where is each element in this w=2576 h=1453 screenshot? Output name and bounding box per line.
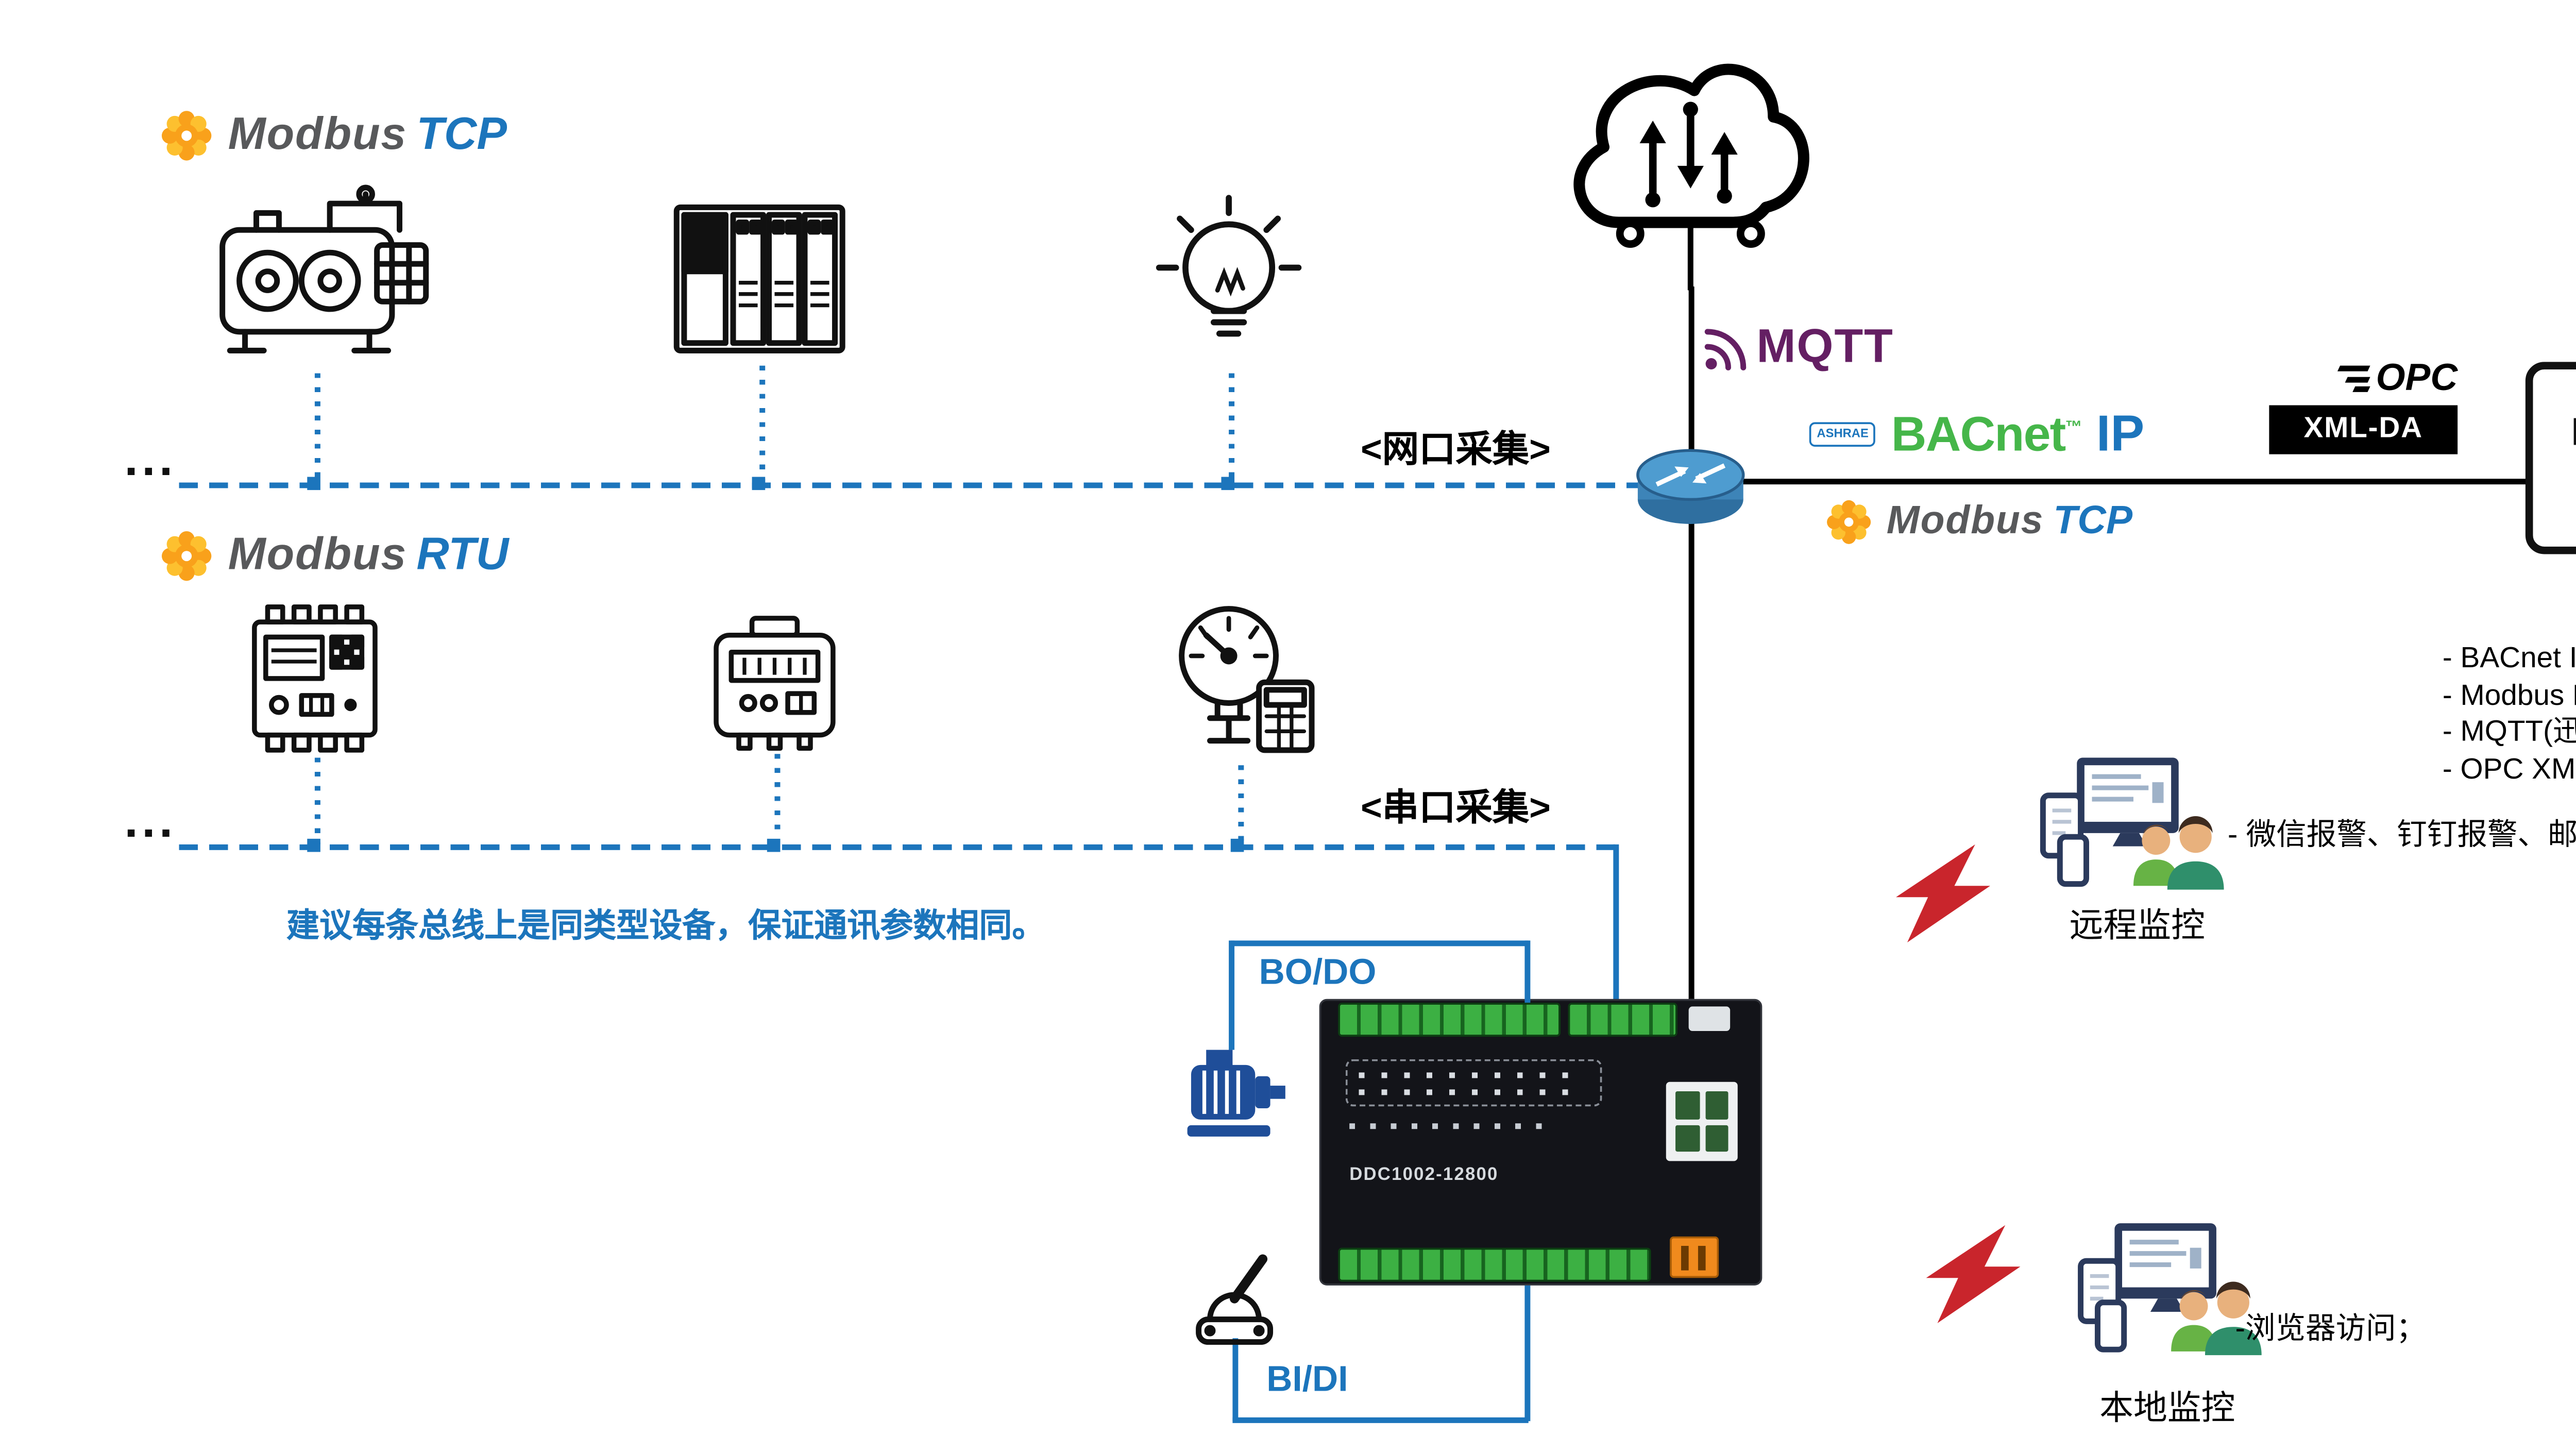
ba-system-line1: BA System: [2571, 412, 2576, 458]
feature-item: - BACnet IP从站；: [2442, 643, 2576, 675]
plc-icon: [673, 204, 845, 353]
drop-line-bulb: [1229, 373, 1234, 483]
ddc-top-terminals-a: [1338, 1003, 1561, 1037]
modbus-gear-icon: [155, 104, 218, 167]
bacnet-ip-logo: ASHRAE BACnet™ IP: [1809, 405, 2144, 463]
modbus-suffix-text: TCP: [416, 109, 507, 160]
mqtt-label: MQTT: [1756, 320, 1894, 374]
ddc-led-panel: [1345, 1059, 1602, 1107]
network-bus-label: <网口采集>: [1361, 430, 1551, 471]
bus-note-text: 建议每条总线上是同类型设备，保证通讯参数相同。: [286, 906, 1045, 944]
modbus-brand-text: Modbus: [228, 109, 408, 160]
pressure-gauge-icon: [1179, 606, 1315, 753]
serial-bus-ellipsis: ...: [124, 791, 177, 849]
drop-line-energy-meter: [774, 754, 779, 844]
cloud-iot-icon: [1573, 63, 1809, 291]
bodo-wire-to-motor: [1229, 940, 1234, 1050]
ddc-top-clip: [1688, 1006, 1731, 1031]
feature-item: - MQTT(迅饶云平台和新奥云平台)；: [2442, 716, 2576, 749]
modbus-tcp-logo-right: Modbus TCP: [1821, 494, 2132, 550]
bidi-label: BI/DI: [1266, 1361, 1348, 1400]
opc-xmlda-box: XML-DA: [2269, 405, 2458, 454]
cloud-to-router-line: [1687, 286, 1693, 452]
opc-xmlda-logo: OPC XML-DA: [2269, 357, 2458, 454]
bidi-wire-horizontal: [1232, 1417, 1529, 1423]
mqtt-logo: MQTT: [1702, 320, 1893, 375]
motor-icon: [1187, 1050, 1285, 1137]
ddc-orange-connector: [1670, 1236, 1719, 1278]
toggle-switch-icon: [1196, 1254, 1274, 1345]
modbus-rtu-logo: Modbus RTU: [155, 524, 509, 588]
serial-bus-line: [179, 844, 1617, 849]
local-monitoring-note: -浏览器访问；: [2235, 1313, 2427, 1346]
bidi-wire-to-ddc: [1524, 1285, 1530, 1422]
din-rail-meter-icon: [252, 604, 378, 753]
local-monitoring-label: 本地监控: [2099, 1389, 2235, 1427]
opc-speed-lines-icon: [2337, 366, 2370, 392]
modbus-gear-icon: [155, 524, 218, 588]
light-bulb-icon: [1156, 195, 1302, 337]
bidi-wire-from-switch: [1232, 1338, 1238, 1422]
router-to-scada-line: [1741, 479, 2533, 485]
serial-bus-label: <串口采集>: [1361, 788, 1551, 830]
ddc-top-terminals-b: [1568, 1003, 1677, 1037]
bodo-wire-horizontal: [1230, 940, 1529, 945]
modbus-suffix-text: RTU: [416, 529, 509, 581]
ba-system-monitor: BA System /SCADA: [2525, 362, 2576, 597]
bodo-label: BO/DO: [1259, 953, 1377, 993]
drop-line-din-meter: [314, 757, 320, 844]
router-icon: [1636, 449, 1745, 524]
drop-line-gauge: [1238, 765, 1243, 844]
energy-meter-icon: [714, 616, 836, 751]
wireless-bolt-icon: [1896, 844, 2005, 942]
ddc-bottom-terminals: [1338, 1247, 1651, 1282]
modbus-brand-text: Modbus: [228, 529, 408, 581]
modbus-suffix-text: TCP: [2053, 499, 2133, 543]
remote-monitoring-icon: [2036, 750, 2231, 897]
router-to-ddc-line: [1687, 520, 1693, 999]
mqtt-signal-icon: [1704, 328, 1747, 369]
ddc-led-row: [1349, 1123, 1546, 1129]
protocol-feature-list: - BACnet IP从站； - Modbus RTU/TCP从站； - MQT…: [2443, 641, 2576, 788]
bodo-wire-to-ddc: [1524, 940, 1530, 1003]
serial-bus-drop-to-ddc: [1613, 844, 1618, 1003]
feature-item: - Modbus RTU/TCP从站；: [2442, 679, 2576, 712]
ddc-model-label: DDC1002-12800: [1349, 1164, 1499, 1186]
ashrae-mark: ASHRAE: [1809, 422, 1876, 447]
remote-monitoring-note: - 微信报警、钉钉报警、邮件报警。: [2227, 820, 2576, 852]
network-bus-line: [179, 482, 1642, 487]
opc-name: OPC: [2376, 357, 2458, 399]
bacnet-ip-suffix: IP: [2096, 405, 2145, 462]
remote-monitoring-label: 远程监控: [2069, 906, 2205, 944]
chiller-icon: [219, 184, 429, 353]
modbus-gear-icon: [1821, 494, 1877, 550]
ba-system-screen: BA System /SCADA: [2525, 362, 2576, 554]
modbus-tcp-logo-top: Modbus TCP: [155, 104, 507, 167]
drop-line-chiller: [314, 373, 320, 483]
modbus-brand-text: Modbus: [1886, 499, 2044, 543]
feature-item: - OPC XML-DA.: [2442, 753, 2576, 785]
drop-line-plc: [759, 365, 765, 483]
bacnet-name: BACnet™: [1891, 405, 2082, 462]
network-bus-ellipsis: ...: [124, 430, 177, 486]
ddc-controller: DDC1002-12800: [1319, 999, 1762, 1286]
ddc-sticker: [1666, 1082, 1738, 1161]
wireless-bolt-icon: [1926, 1225, 2036, 1323]
